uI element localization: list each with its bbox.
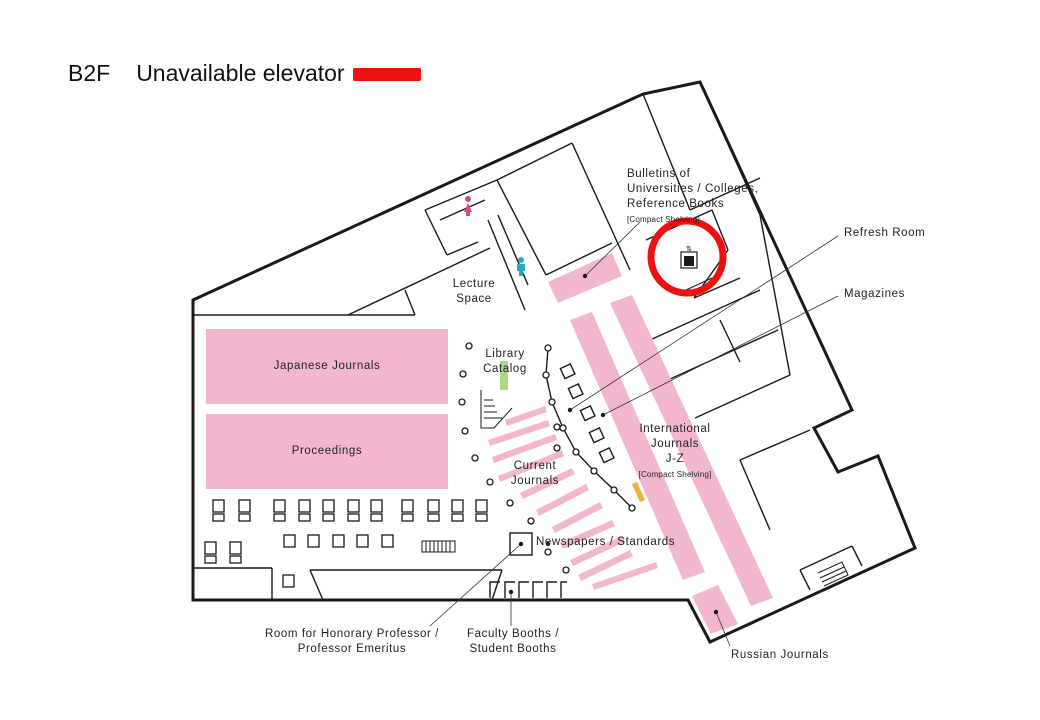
- unavailable-elevator-marker: [647, 217, 727, 297]
- russian-journals-label: Russian Journals: [731, 649, 829, 661]
- map-header: B2F Unavailable elevator: [68, 60, 421, 87]
- display-nodes: [458, 342, 636, 574]
- study-desks: [204, 499, 488, 588]
- magazines-label: Magazines: [844, 288, 906, 300]
- faculty-booths: [489, 581, 567, 598]
- faculty-line-1: Faculty Booths /: [466, 628, 560, 640]
- library-catalog-label: Library Catalog: [478, 347, 532, 377]
- lecture-space-label: Lecture Space: [448, 277, 500, 307]
- honorary-professor-label: Room for Honorary Professor / Professor …: [252, 627, 452, 657]
- lecture-line-1: Lecture: [452, 278, 496, 290]
- shelving-areas: [206, 253, 773, 634]
- library-catalog-terminal: [500, 361, 508, 390]
- international-line-3: J-Z: [665, 453, 685, 465]
- leader-lines: [429, 221, 839, 647]
- display-rail: [545, 347, 633, 509]
- legend-label: Unavailable elevator: [136, 60, 345, 86]
- international-line-1: International: [639, 423, 711, 435]
- international-line-2: Journals: [650, 438, 700, 450]
- unavailable-elevator-legend-swatch: [352, 68, 421, 82]
- elevator-icon: ⇅: [680, 245, 698, 269]
- current-line-2: Journals: [510, 475, 560, 487]
- honorary-line-2: Professor Emeritus: [297, 643, 407, 655]
- female-restroom-icon: [464, 196, 472, 216]
- international-journals-label: International Journals J-Z [Compact Shel…: [620, 422, 730, 482]
- stairs-icon: [421, 277, 849, 587]
- orange-marker: [632, 482, 645, 502]
- russian-journals-shelf: [692, 585, 738, 634]
- bulletins-line-3: Reference Books: [627, 198, 725, 210]
- faculty-line-2: Student Booths: [469, 643, 557, 655]
- floor-label: B2F: [68, 60, 111, 86]
- current-line-1: Current: [513, 460, 557, 472]
- current-journals-label: Current Journals: [504, 459, 566, 489]
- leader-dots: [508, 273, 719, 615]
- bulletins-line-2: Universities / Colleges,: [627, 183, 759, 195]
- lecture-line-2: Space: [456, 293, 492, 305]
- honorary-line-1: Room for Honorary Professor /: [265, 628, 439, 640]
- japanese-journals-shelf: [206, 329, 448, 404]
- refresh-room-label: Refresh Room: [844, 227, 926, 239]
- proceedings-label: Proceedings: [291, 445, 363, 457]
- international-journals-shelf-b: [610, 295, 773, 606]
- japanese-journals-label: Japanese Journals: [273, 360, 381, 372]
- international-line-4: [Compact Shelving]: [638, 470, 712, 479]
- svg-text:⇅: ⇅: [686, 245, 692, 253]
- faculty-booths-label: Faculty Booths / Student Booths: [460, 627, 566, 657]
- bulletins-label: Bulletins of Universities / Colleges, Re…: [627, 167, 758, 227]
- bulletins-line-1: Bulletins of: [627, 168, 691, 180]
- newspapers-label: Newspapers / Standards: [536, 536, 676, 548]
- male-restroom-icon: [517, 257, 525, 276]
- international-journals-shelf-a: [570, 312, 705, 580]
- library-line-2: Catalog: [483, 363, 527, 375]
- bulletins-line-4: [Compact Shelving]: [627, 215, 700, 224]
- proceedings-shelf: [206, 414, 448, 489]
- library-line-1: Library: [485, 348, 525, 360]
